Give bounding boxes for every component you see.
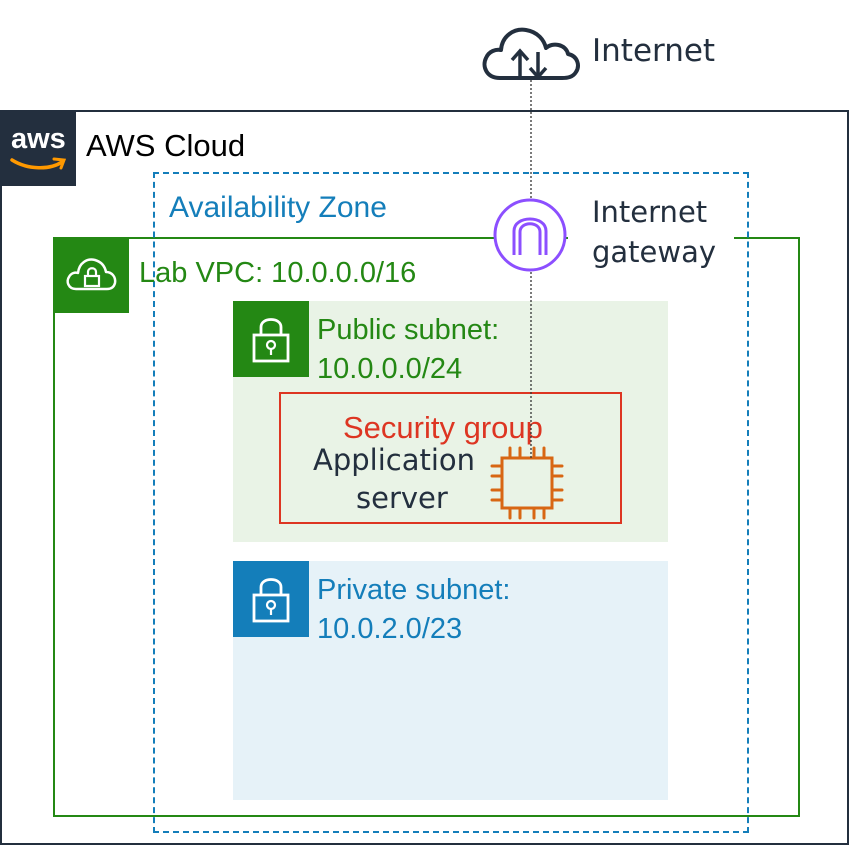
- public-subnet-lock-icon: [252, 318, 290, 363]
- private-subnet-label-line2: 10.0.2.0/23: [317, 613, 463, 645]
- private-subnet-lock-icon: [252, 578, 290, 623]
- vpc-cloud-lock-icon: [66, 258, 117, 291]
- aws-logo-text: aws: [11, 123, 66, 155]
- vpc-group: [53, 237, 800, 817]
- internet-gateway-label-line2: gateway: [592, 235, 717, 269]
- availability-zone: [153, 172, 749, 833]
- aws-smile-icon: [10, 157, 67, 170]
- app-server-label-line2: server: [356, 481, 448, 515]
- app-server-label-line1: Application: [313, 443, 476, 477]
- internet-label: Internet: [592, 33, 716, 69]
- aws-cloud-label: AWS Cloud: [86, 128, 246, 163]
- aws-cloud-group: [0, 110, 849, 845]
- private-subnet-label-line1: Private subnet:: [317, 574, 511, 606]
- availability-zone-label: Availability Zone: [169, 191, 387, 224]
- private-subnet-icon-box: [233, 561, 309, 637]
- public-subnet-label-line1: Public subnet:: [317, 314, 500, 346]
- vpc-icon-box: [53, 237, 129, 313]
- public-subnet-icon-box: [233, 301, 309, 377]
- security-group-label: Security group: [343, 410, 543, 445]
- internet-gateway-icon: [493, 198, 567, 272]
- ec2-instance-icon: [490, 446, 564, 520]
- internet-cloud-icon: [482, 27, 580, 80]
- aws-logo: aws: [0, 110, 76, 186]
- internet-gateway-label-line1: Internet: [592, 195, 708, 229]
- vpc-label: Lab VPC: 10.0.0.0/16: [139, 257, 417, 289]
- security-group: [279, 392, 622, 524]
- public-subnet-label-line2: 10.0.0.0/24: [317, 353, 463, 385]
- igw-label-mask: [568, 198, 734, 276]
